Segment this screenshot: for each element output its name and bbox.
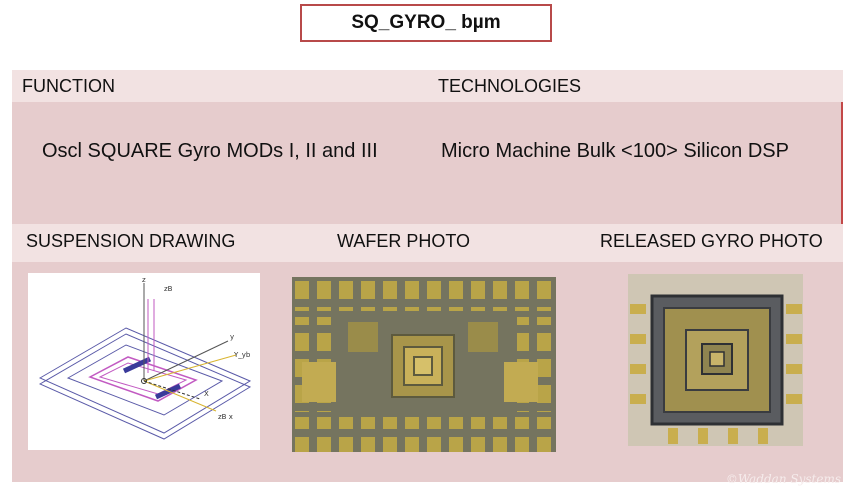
released-label: RELEASED GYRO PHOTO bbox=[600, 231, 823, 251]
function-header: FUNCTION bbox=[22, 76, 115, 96]
axis-y-label: y bbox=[230, 333, 234, 341]
released-gyro-svg bbox=[628, 274, 803, 446]
suspension-drawing-svg: z zB y Y_yb X zB x bbox=[38, 276, 252, 440]
technologies-header: TECHNOLOGIES bbox=[438, 76, 582, 96]
watermark: ©Waddan Systems bbox=[725, 472, 841, 486]
axis-x-label: X bbox=[204, 390, 209, 398]
axis-zb-label: zB bbox=[164, 285, 173, 293]
axis-xb-label: zB x bbox=[218, 413, 233, 421]
function-text: Oscl SQUARE Gyro MODs I, II and III bbox=[42, 140, 378, 162]
page-title: SQ_GYRO_ bµm bbox=[300, 4, 552, 42]
suspension-drawing: z zB y Y_yb X zB x bbox=[28, 273, 260, 450]
wafer-label: WAFER PHOTO bbox=[337, 231, 471, 251]
axis-yb-label: Y_yb bbox=[233, 351, 251, 359]
wafer-photo bbox=[292, 277, 556, 452]
header-band bbox=[12, 70, 843, 102]
info-band bbox=[12, 102, 843, 224]
section-label-band bbox=[12, 224, 843, 262]
technologies-text: Micro Machine Bulk <100> Silicon DSP bbox=[441, 140, 789, 162]
axis-z-label: z bbox=[142, 276, 146, 284]
suspension-label: SUSPENSION DRAWING bbox=[26, 231, 236, 251]
released-gyro-photo bbox=[628, 274, 803, 446]
wafer-photo-svg bbox=[292, 277, 556, 452]
